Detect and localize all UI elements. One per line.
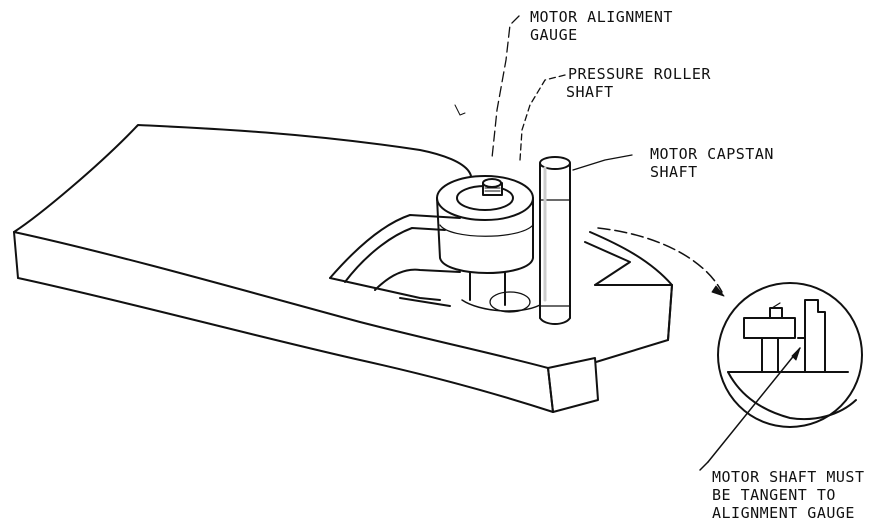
label-tangent-note: MOTOR SHAFT MUST BE TANGENT TO ALIGNMENT… [712, 468, 865, 522]
base-plate-back-arm-top [589, 231, 673, 286]
label-pressure-roller-shaft-line2: SHAFT [566, 83, 614, 101]
label-pressure-roller-shaft-line1: PRESSURE ROLLER [568, 65, 711, 83]
label-motor-alignment-gauge-line2: GAUGE [530, 26, 578, 44]
leader-tangent-note [707, 347, 801, 463]
base-plate-front-top-edge [13, 231, 549, 369]
pressure-roller-body [436, 197, 534, 274]
label-tangent-note-line2: BE TANGENT TO [712, 486, 836, 504]
leader-motor-capstan-shaft [572, 154, 633, 171]
pressure-roller [436, 175, 541, 313]
label-motor-capstan-shaft: MOTOR CAPSTAN SHAFT [650, 145, 774, 181]
base-plate-top-edge [13, 124, 473, 233]
detail-view [699, 282, 863, 471]
leader-pressure-roller-shaft [519, 74, 566, 161]
base-plate-front-bottom-edge [17, 277, 554, 413]
base-plate-arm-end [547, 357, 599, 413]
base-plate-left-end [13, 231, 19, 279]
slot-outer-edge [329, 214, 461, 279]
base-plate [13, 124, 673, 413]
label-motor-alignment-gauge: MOTOR ALIGNMENT GAUGE [530, 8, 673, 44]
leader-detail-view [597, 227, 723, 293]
label-motor-capstan-shaft-line2: SHAFT [650, 163, 698, 181]
leader-motor-alignment-gauge [491, 15, 520, 159]
label-tangent-note-line1: MOTOR SHAFT MUST [712, 468, 865, 486]
label-motor-alignment-gauge-line1: MOTOR ALIGNMENT [530, 8, 673, 26]
label-motor-capstan-shaft-line1: MOTOR CAPSTAN [650, 145, 774, 163]
label-pressure-roller-shaft: PRESSURE ROLLER SHAFT [566, 65, 711, 101]
motor-capstan-shaft [539, 156, 571, 325]
slot-inner-edge [374, 268, 461, 291]
base-plate-back-arm-end [594, 284, 673, 363]
label-tangent-note-line3: ALIGNMENT GAUGE [712, 504, 855, 522]
